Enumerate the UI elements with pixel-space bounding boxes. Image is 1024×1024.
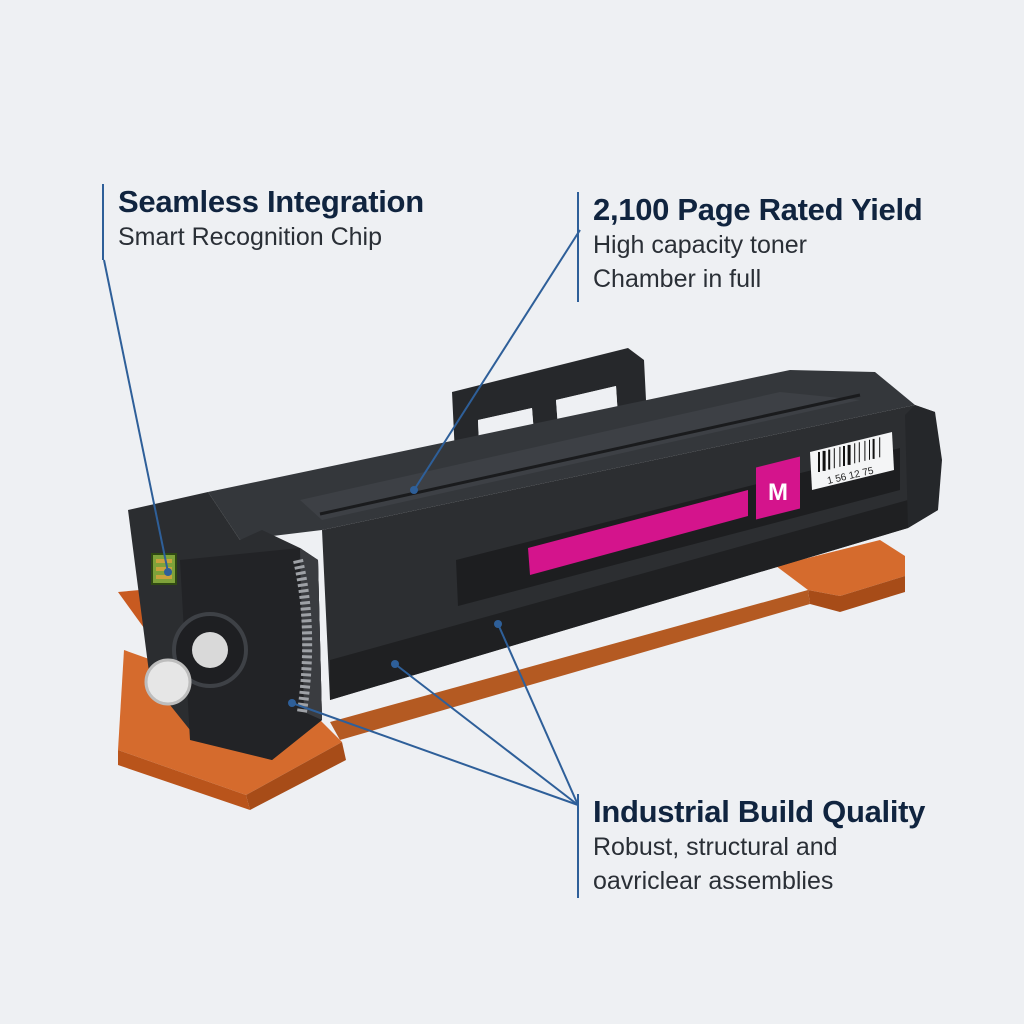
callout-text: Smart Recognition Chip [118,223,383,251]
color-code-label: M [768,479,788,506]
cartridge-front: 1 56 12 75 [322,405,938,700]
callout-smart-chip: Seamless Integration Smart Recognition C… [102,184,424,260]
callout-text: High capacity toner [593,231,808,259]
magenta-stripe [528,490,748,575]
callout-title: 2,100 Page Rated Yield [593,192,923,227]
callout-page-yield: 2,100 Page Rated Yield High capacity ton… [577,192,923,302]
callout-build-quality: Industrial Build Quality Robust, structu… [577,794,925,898]
callout-text: Chamber in full [593,265,762,293]
left-end-cap [128,492,322,760]
callout-leaders [103,229,581,806]
callout-title: Industrial Build Quality [593,794,926,829]
cartridge-top [208,370,915,540]
callout-bar [577,794,579,898]
callout-bar [102,184,104,260]
callout-text: Robust, structural and [593,833,838,861]
callout-title: Seamless Integration [118,184,424,219]
color-code-badge [756,456,800,520]
right-end-cap [905,405,942,528]
callout-bar [577,192,579,302]
callout-text: oavriclear assemblies [593,867,834,895]
